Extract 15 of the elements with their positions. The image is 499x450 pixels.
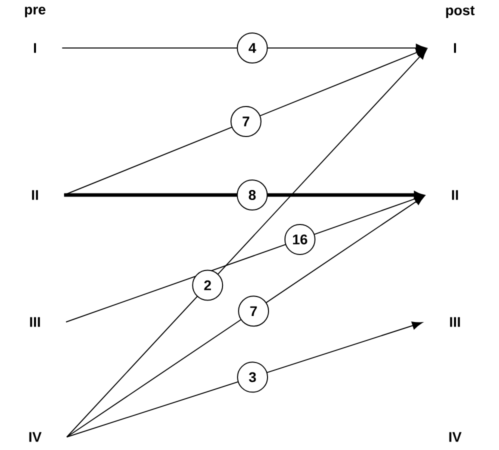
arrow [62, 44, 426, 52]
neuron-label: III [450, 317, 460, 327]
arrow [66, 196, 425, 438]
arrow [66, 49, 427, 438]
neuron-label: I [454, 43, 456, 53]
neuron-label: II [452, 190, 458, 200]
neuron-label: IV [449, 432, 462, 442]
neuron-label: III [30, 317, 40, 327]
neuron-label: IV [29, 432, 42, 442]
arrow [64, 191, 422, 199]
column-heading: post [446, 6, 475, 18]
arrow [66, 322, 422, 438]
neuron-label: I [34, 43, 36, 53]
column-heading: pre [25, 6, 46, 18]
neuron-label: II [32, 190, 38, 200]
